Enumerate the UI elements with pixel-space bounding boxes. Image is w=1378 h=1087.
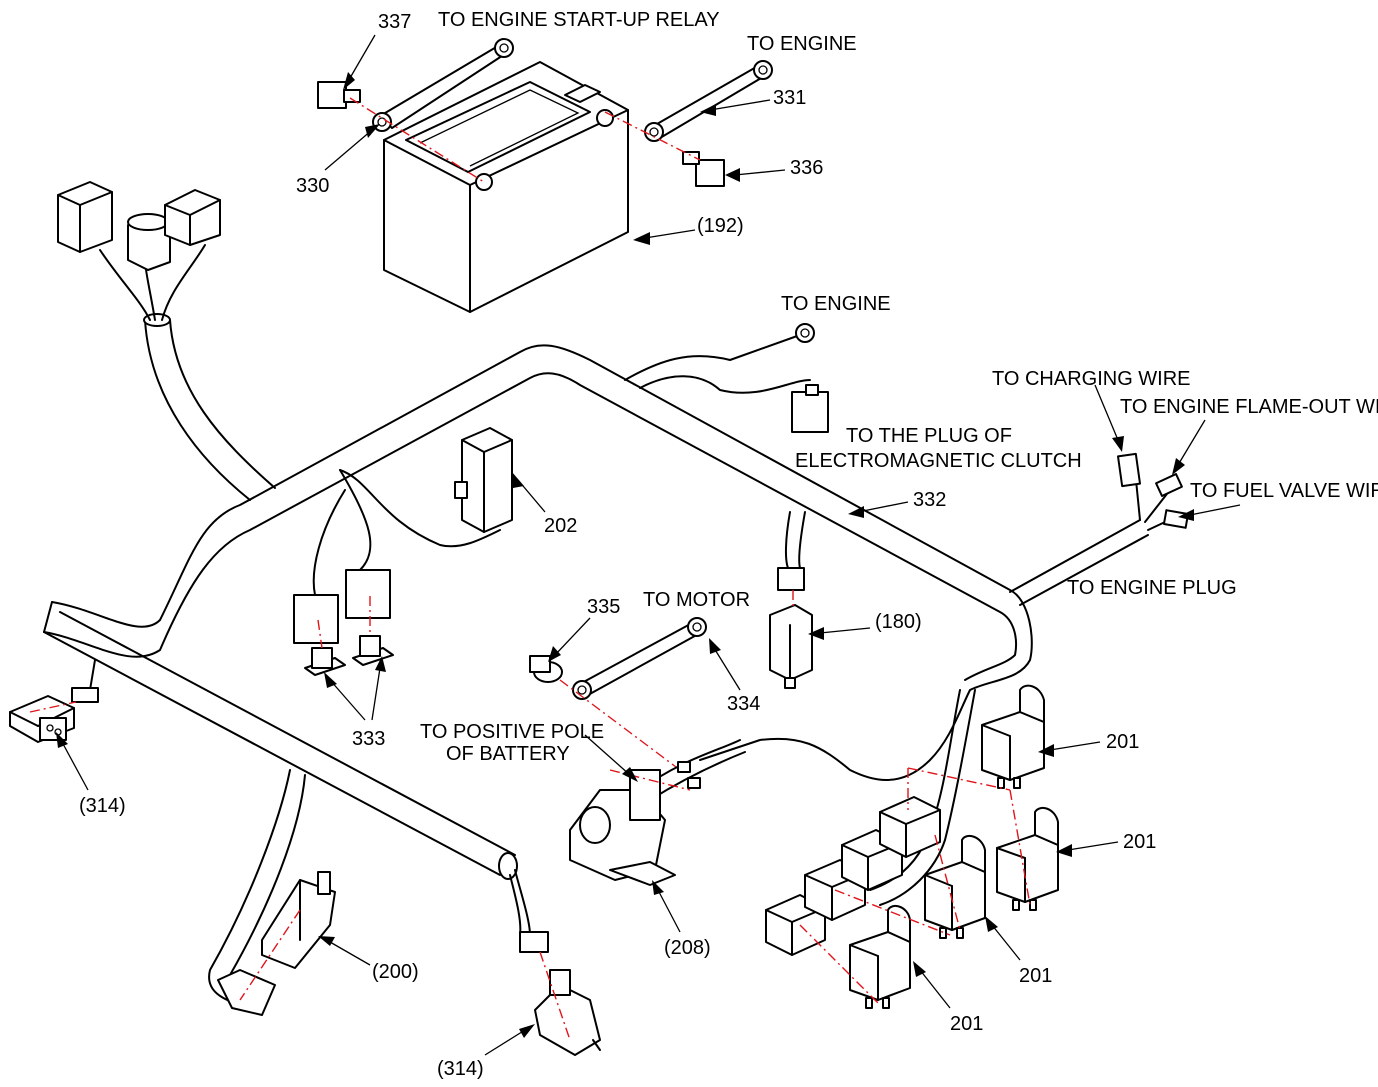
relay-201-b (996, 806, 1059, 911)
label-to-motor: TO MOTOR (643, 589, 750, 611)
label-plug-clutch-1: TO THE PLUG OF (846, 425, 1012, 447)
callout-335: 335 (587, 596, 620, 618)
label-engine-startup-relay: TO ENGINE START-UP RELAY (438, 9, 720, 31)
callout-334: 334 (727, 693, 760, 715)
callout-180: (180) (875, 611, 922, 633)
relays-201 (799, 684, 1059, 1009)
part-callouts: 337 331 330 336 (192) 202 332 335 (180) … (79, 11, 1156, 1080)
label-charging-wire: TO CHARGING WIRE (992, 368, 1191, 390)
callout-201-a: 201 (1106, 731, 1139, 753)
callout-200: (200) (372, 961, 419, 983)
label-engine-plug: TO ENGINE PLUG (1067, 577, 1237, 599)
label-flame-out-wire: TO ENGINE FLAME-OUT WIRE (1120, 396, 1378, 418)
label-positive-pole-1: TO POSITIVE POLE (420, 721, 604, 743)
label-fuel-valve-wire: TO FUEL VALVE WIRE (1190, 480, 1378, 502)
callout-314-left: (314) (79, 795, 126, 817)
motor-cable (529, 617, 707, 771)
callout-330: 330 (296, 175, 329, 197)
label-to-engine-mid: TO ENGINE (781, 293, 891, 315)
starter-solenoid-208 (569, 739, 746, 886)
battery (383, 61, 629, 313)
callout-333: 333 (352, 728, 385, 750)
engine-plug-wire-ends (1116, 452, 1190, 529)
label-to-engine-top: TO ENGINE (747, 33, 857, 55)
callout-314-bottom: (314) (437, 1058, 484, 1080)
relay-201-d (849, 904, 911, 1009)
callout-192: (192) (697, 215, 744, 237)
callout-202: 202 (544, 515, 577, 537)
engine-eyelet-and-clutch-plug (791, 323, 829, 433)
connector-180 (769, 511, 813, 689)
callout-331: 331 (773, 87, 806, 109)
relay-201-c (924, 834, 986, 939)
connectors-top-left (57, 181, 221, 271)
bracket-314-left (9, 659, 99, 743)
battery-cables (317, 38, 773, 187)
diagram-labels: TO ENGINE START-UP RELAY TO ENGINE TO EN… (420, 9, 1378, 765)
relay-201-a (981, 684, 1045, 789)
callout-201-c: 201 (1019, 965, 1052, 987)
callout-201-d: 201 (950, 1013, 983, 1035)
callout-208: (208) (664, 937, 711, 959)
callout-201-b: 201 (1123, 831, 1156, 853)
module-202 (339, 427, 513, 548)
callout-337: 337 (378, 11, 411, 33)
callout-332: 332 (913, 489, 946, 511)
leaders (56, 34, 1241, 1056)
bracket-314-bottom (509, 869, 601, 1056)
fuse-holders-333 (293, 469, 394, 676)
label-positive-pole-2: OF BATTERY (446, 743, 570, 765)
main-harness (43, 244, 1181, 1009)
label-plug-clutch-2: ELECTROMAGNETIC CLUTCH (795, 450, 1082, 472)
callout-336: 336 (790, 157, 823, 179)
switch-200 (217, 871, 336, 1016)
